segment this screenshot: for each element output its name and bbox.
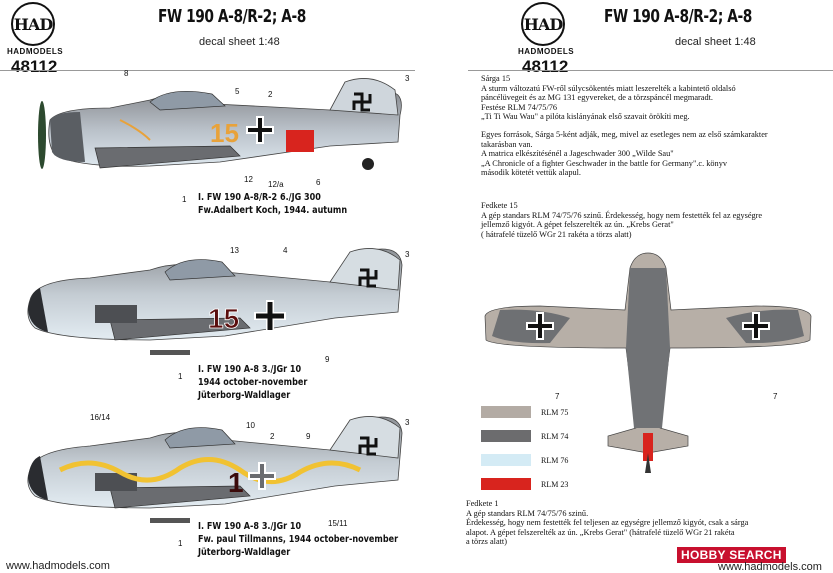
plane-1-fuselage-number: 15 bbox=[210, 118, 239, 148]
callout-16-14: 16/14 bbox=[90, 413, 111, 422]
product-code: 48112 bbox=[11, 57, 58, 76]
brand-name-right: HADMODELS bbox=[518, 47, 575, 56]
callout-1: 1 bbox=[182, 195, 187, 204]
callout-9: 9 bbox=[325, 355, 330, 364]
swatch-label: RLM 74 bbox=[541, 431, 569, 441]
callout-10: 10 bbox=[246, 421, 255, 430]
page-title: FW 190 A-8/R-2; A-8 bbox=[158, 6, 306, 27]
swatch-label: RLM 75 bbox=[541, 407, 569, 417]
note-fekete-15: Fedkete 15 A gép standars RLM 74/75/76 s… bbox=[481, 201, 763, 239]
swatch-rlm23 bbox=[481, 478, 531, 490]
website-url: www.hadmodels.com bbox=[6, 560, 110, 572]
swatch-rlm74 bbox=[481, 430, 531, 442]
callout-6: 6 bbox=[316, 178, 321, 187]
callout-13: 13 bbox=[230, 246, 239, 255]
topview-callout-left: 7 bbox=[555, 392, 560, 401]
callout-2c: 2 bbox=[270, 432, 275, 441]
callout-1b: 1 bbox=[178, 372, 183, 381]
callout-4: 4 bbox=[283, 246, 288, 255]
callout-3b: 3 bbox=[405, 250, 410, 259]
plane-3-side-view: 1 bbox=[27, 416, 403, 523]
callout-8: 8 bbox=[124, 69, 129, 78]
topview-callout-right: 7 bbox=[773, 392, 778, 401]
color-swatches: RLM 75 RLM 74 RLM 76 RLM 23 bbox=[481, 406, 568, 490]
plane-1-side-view: 15 bbox=[38, 78, 402, 170]
callout-12: 12 bbox=[244, 175, 253, 184]
plane-2-side-view: 15 bbox=[27, 248, 403, 355]
hobby-search-watermark: HOBBY SEARCH bbox=[677, 547, 786, 563]
callout-2: 2 bbox=[268, 90, 273, 99]
note-fekete-1: Fedkete 1 A gép standars RLM 74/75/76 sz… bbox=[466, 499, 749, 547]
callout-15-11: 15/11 bbox=[328, 519, 348, 528]
plane-2-fuselage-number: 15 bbox=[208, 303, 239, 334]
website-url-right: www.hadmodels.com bbox=[718, 561, 822, 573]
hadmodels-logo-right: HAD bbox=[521, 2, 565, 46]
callout-9c: 9 bbox=[306, 432, 311, 441]
swatch-rlm76 bbox=[481, 454, 531, 466]
plane-3-fuselage-number: 1 bbox=[228, 467, 244, 498]
callout-12a: 12/a bbox=[268, 180, 284, 189]
header-divider-right bbox=[468, 70, 833, 71]
swatch-label: RLM 76 bbox=[541, 455, 569, 465]
plane-top-view bbox=[484, 252, 812, 473]
note-sarga-15: Sárga 15 A sturm változatú FW-ről súlycs… bbox=[481, 74, 768, 178]
header-divider-left bbox=[0, 70, 415, 71]
hadmodels-logo: HAD bbox=[11, 2, 55, 46]
swatch-label: RLM 23 bbox=[541, 479, 569, 489]
decal-sheet-scale-right: decal sheet 1:48 bbox=[675, 36, 756, 48]
decal-sheet-scale: decal sheet 1:48 bbox=[199, 36, 280, 48]
product-code-right: 48112 bbox=[522, 57, 569, 76]
brand-name: HADMODELS bbox=[7, 47, 64, 56]
swatch-rlm75 bbox=[481, 406, 531, 418]
callout-3c: 3 bbox=[405, 418, 410, 427]
callout-5: 5 bbox=[235, 87, 240, 96]
callout-3: 3 bbox=[405, 74, 410, 83]
page-title-right: FW 190 A-8/R-2; A-8 bbox=[604, 6, 752, 27]
callout-1c: 1 bbox=[178, 539, 183, 548]
